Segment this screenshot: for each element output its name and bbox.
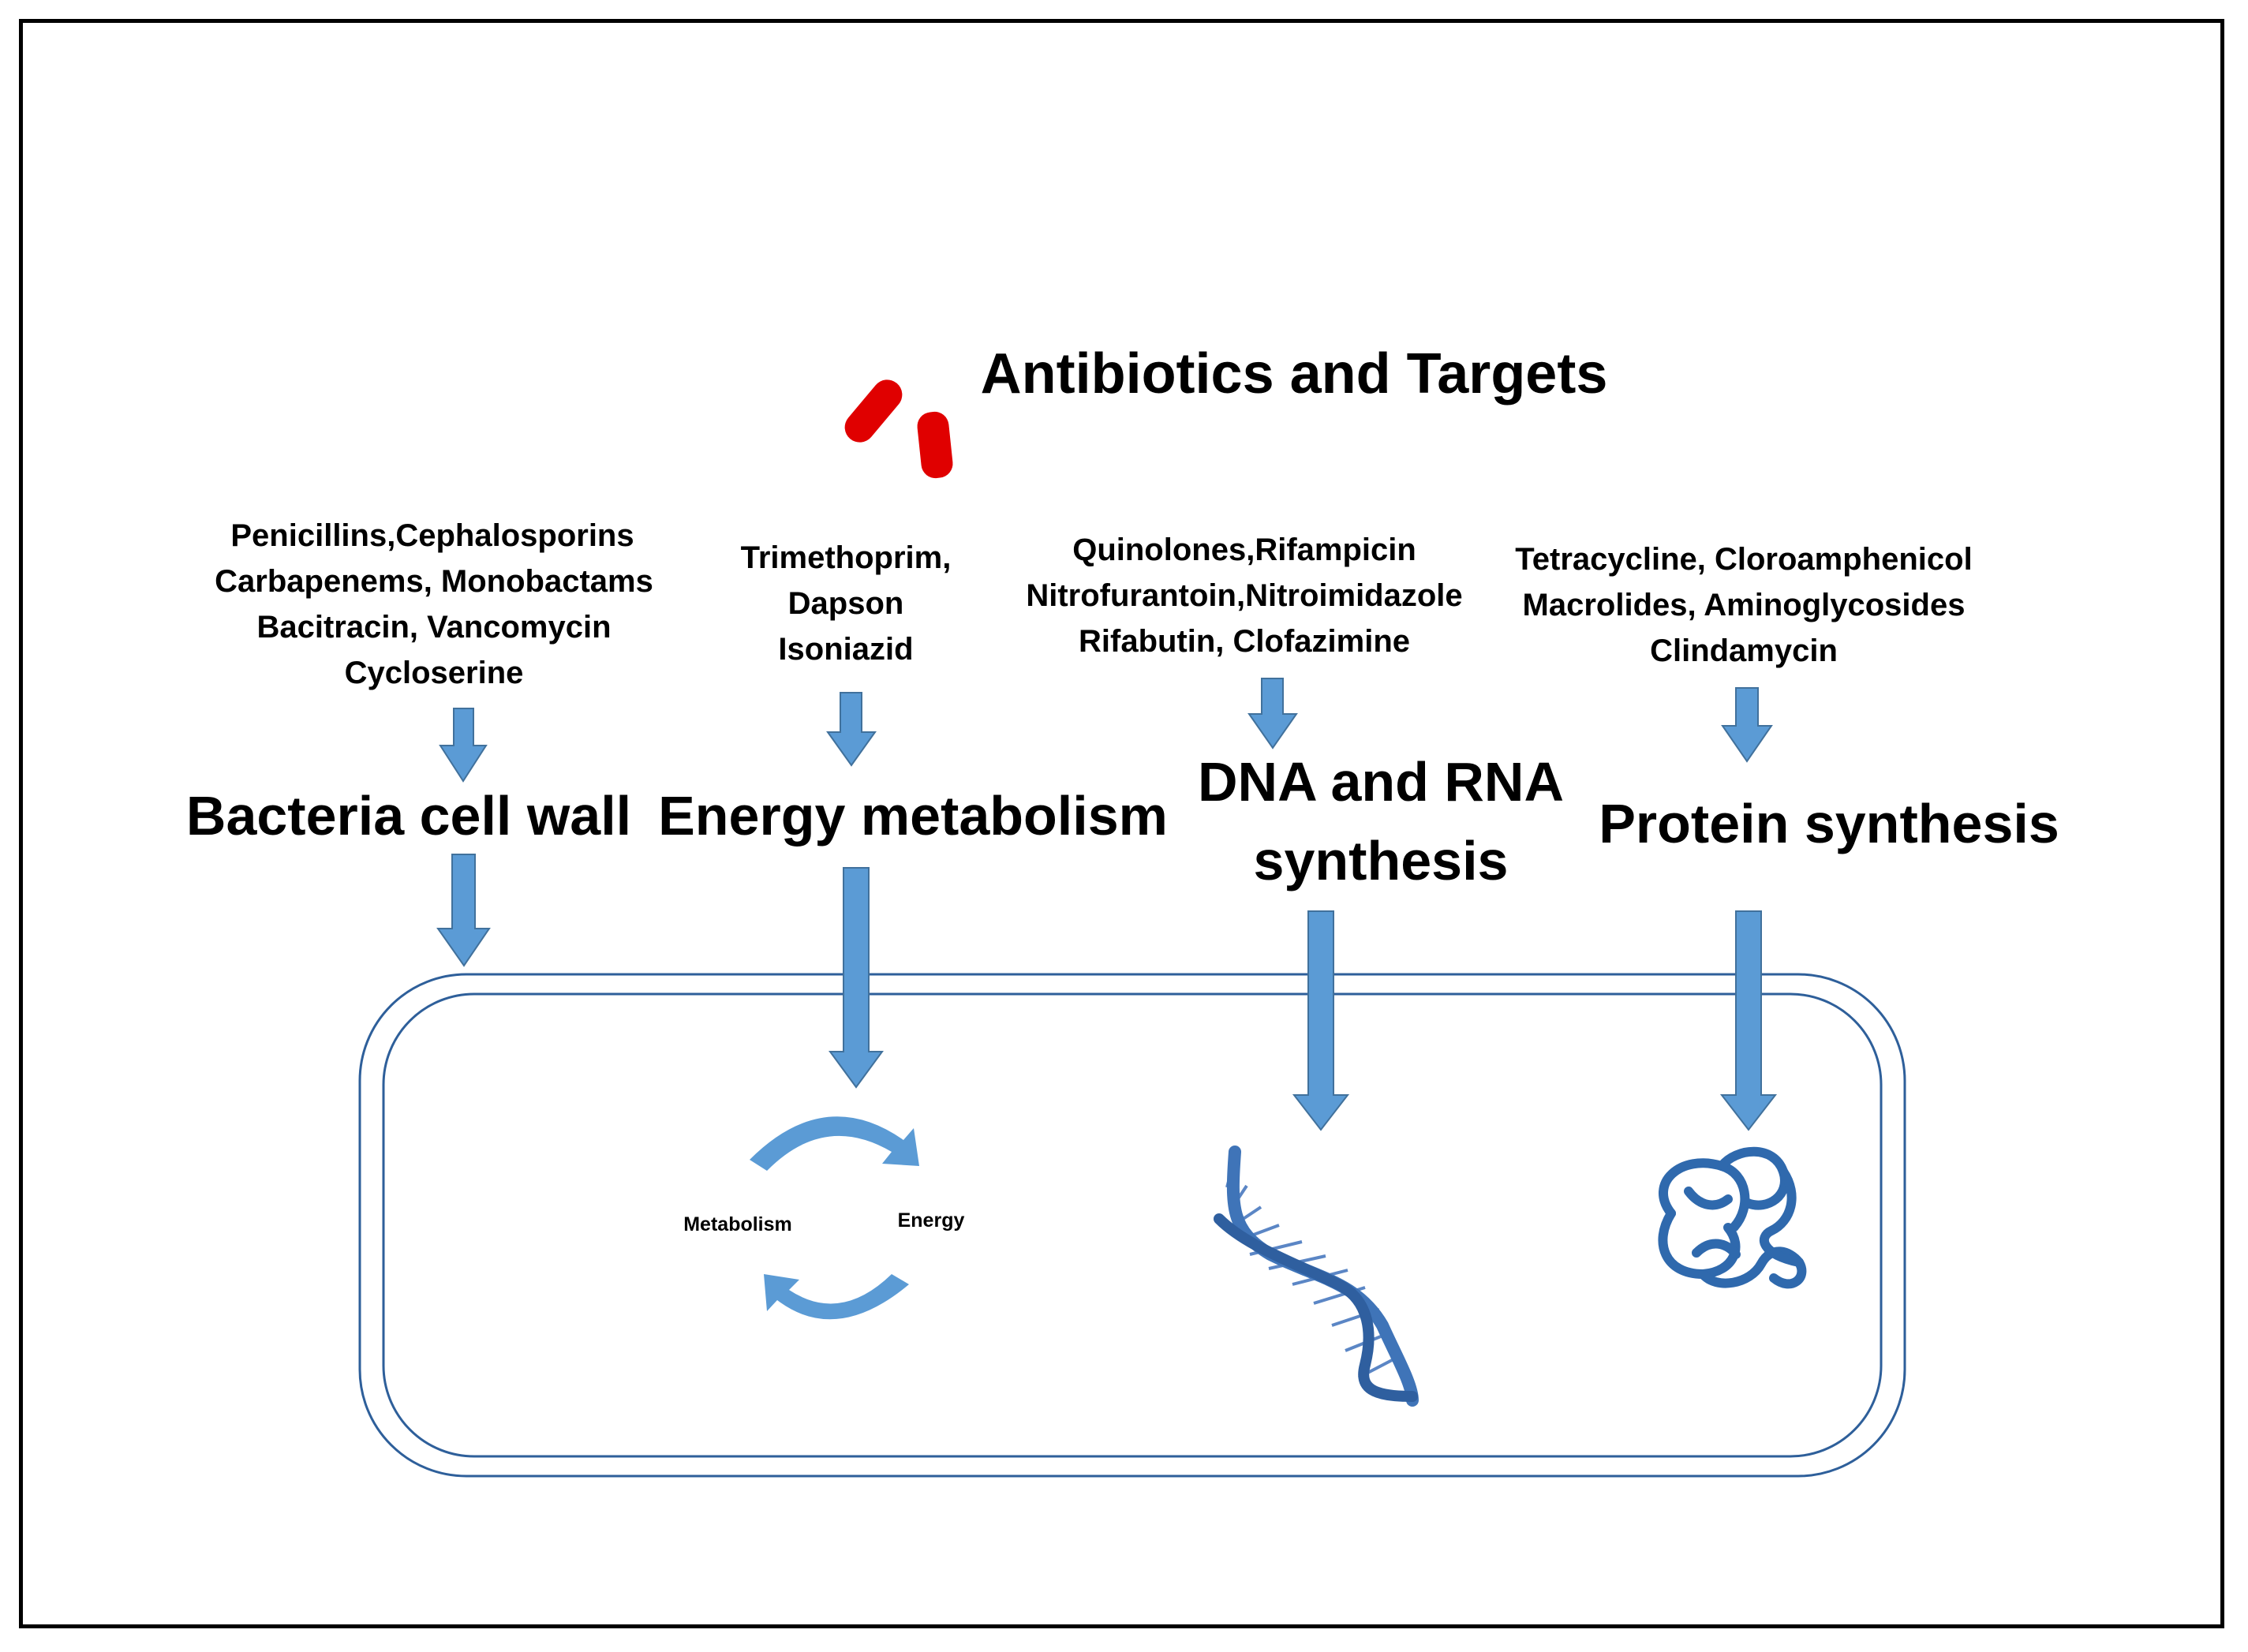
arrow-protein-to-fold (1719, 910, 1778, 1131)
drug-line: Rifabutin, Clofazimine (1079, 624, 1410, 659)
target-line: DNA and RNA (1198, 751, 1564, 813)
diagram-title: Antibiotics and Targets (981, 342, 1608, 406)
pill-icon (844, 379, 953, 479)
arrow-drugs-to-dna (1247, 678, 1298, 749)
drug-line: Macrolides, Aminoglycosides (1523, 588, 1966, 622)
arrow-drugs-to-energy (826, 692, 877, 767)
dna-helix-icon (1214, 1146, 1419, 1407)
arrow-cell-wall-to-cell (436, 854, 491, 967)
drug-line: Tetracycline, Cloroamphenicol (1515, 542, 1972, 577)
target-label-protein-synthesis: Protein synthesis (1599, 793, 2059, 854)
drug-line: Isoniazid (778, 632, 913, 667)
figure-frame (19, 19, 2224, 1628)
drug-list-protein-synthesis: Tetracycline, Cloroamphenicol Macrolides… (1515, 542, 1972, 668)
target-line: Protein synthesis (1599, 793, 2059, 854)
drug-line: Bacitracin, Vancomycin (256, 610, 611, 645)
metabolism-cycle-icon: Metabolism Energy (683, 1116, 965, 1320)
cycle-arrow-top (750, 1116, 919, 1171)
drug-line: Cycloserine (345, 656, 524, 690)
drug-list-cell-wall: Penicillins,Cephalosporins Carbapenems, … (215, 518, 653, 690)
drug-list-dna-rna: Quinolones,Rifampicin Nitrofurantoin,Nit… (1026, 533, 1462, 659)
drug-line: Nitrofurantoin,Nitroimidazole (1026, 578, 1462, 613)
drug-line: Quinolones,Rifampicin (1072, 533, 1416, 567)
drug-line: Penicillins,Cephalosporins (230, 518, 634, 553)
cycle-label-metabolism: Metabolism (683, 1213, 792, 1235)
drug-list-energy-metabolism: Trimethoprim, Dapson Isoniazid (741, 540, 952, 667)
target-label-cell-wall: Bacteria cell wall (186, 785, 631, 847)
target-line: Bacteria cell wall (186, 785, 631, 847)
protein-fold-icon (1658, 1146, 1807, 1289)
target-line: synthesis (1254, 830, 1509, 891)
drug-line: Clindamycin (1650, 634, 1838, 668)
cycle-label-energy: Energy (898, 1209, 965, 1232)
target-label-energy-metabolism: Energy metabolism (658, 785, 1168, 847)
arrow-energy-to-cycle (829, 867, 884, 1089)
target-label-dna-rna: DNA and RNA synthesis (1198, 751, 1564, 891)
arrow-drugs-to-cell-wall (439, 708, 488, 783)
arrow-drugs-to-protein (1721, 687, 1773, 763)
target-line: Energy metabolism (658, 785, 1168, 847)
bacterial-cell (358, 973, 1906, 1478)
drug-line: Dapson (788, 586, 904, 621)
drug-line: Trimethoprim, (741, 540, 952, 575)
arrow-group (436, 678, 1778, 1131)
arrow-dna-to-helix (1292, 910, 1350, 1131)
drug-line: Carbapenems, Monobactams (215, 564, 653, 599)
cycle-arrow-bottom (764, 1274, 909, 1320)
